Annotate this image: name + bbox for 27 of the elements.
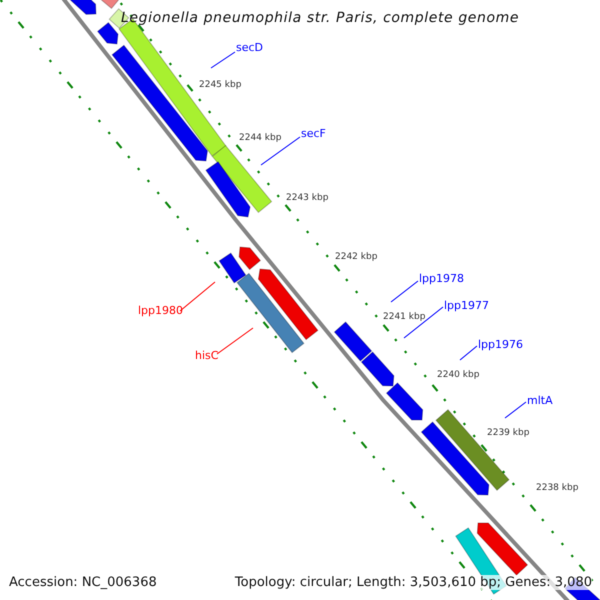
scale-label: 2241 kbp xyxy=(383,313,426,322)
scale-label: 2238 kbp xyxy=(536,484,578,493)
leader-line xyxy=(260,136,300,166)
accession-text: Accession: NC_006368 xyxy=(9,575,157,590)
leader-line xyxy=(180,282,216,312)
leader-line xyxy=(404,306,444,338)
scale-label: 2245 kbp xyxy=(199,81,242,90)
title: Legionella pneumophila str. Paris, complete genome xyxy=(121,11,520,25)
gene-label: hisC xyxy=(195,350,218,361)
gene-label: lpp1977 xyxy=(444,300,490,311)
gene-label: lpp1980 xyxy=(138,305,184,316)
scale-label: 2239 kbp xyxy=(487,429,530,438)
gene-label: secF xyxy=(301,128,326,139)
scale-label: 2242 kbp xyxy=(335,253,378,262)
leader-line xyxy=(210,52,236,68)
scale-label: 2240 kbp xyxy=(437,371,480,380)
leader-line xyxy=(460,346,478,360)
gene-label: mltA xyxy=(527,395,553,406)
leader-line xyxy=(390,280,418,302)
scale-label: 2243 kbp xyxy=(286,194,328,203)
leader-line xyxy=(504,402,526,418)
gene-label: secD xyxy=(236,42,264,53)
gene-label: lpp1976 xyxy=(478,339,524,350)
leader-line xyxy=(216,328,254,354)
gene-label: lpp1978 xyxy=(419,273,464,284)
genome-info-text: Topology: circular; Length: 3,503,610 bp; Genes: 3,080 xyxy=(234,575,592,590)
scale-label: 2244 kbp xyxy=(239,134,282,143)
